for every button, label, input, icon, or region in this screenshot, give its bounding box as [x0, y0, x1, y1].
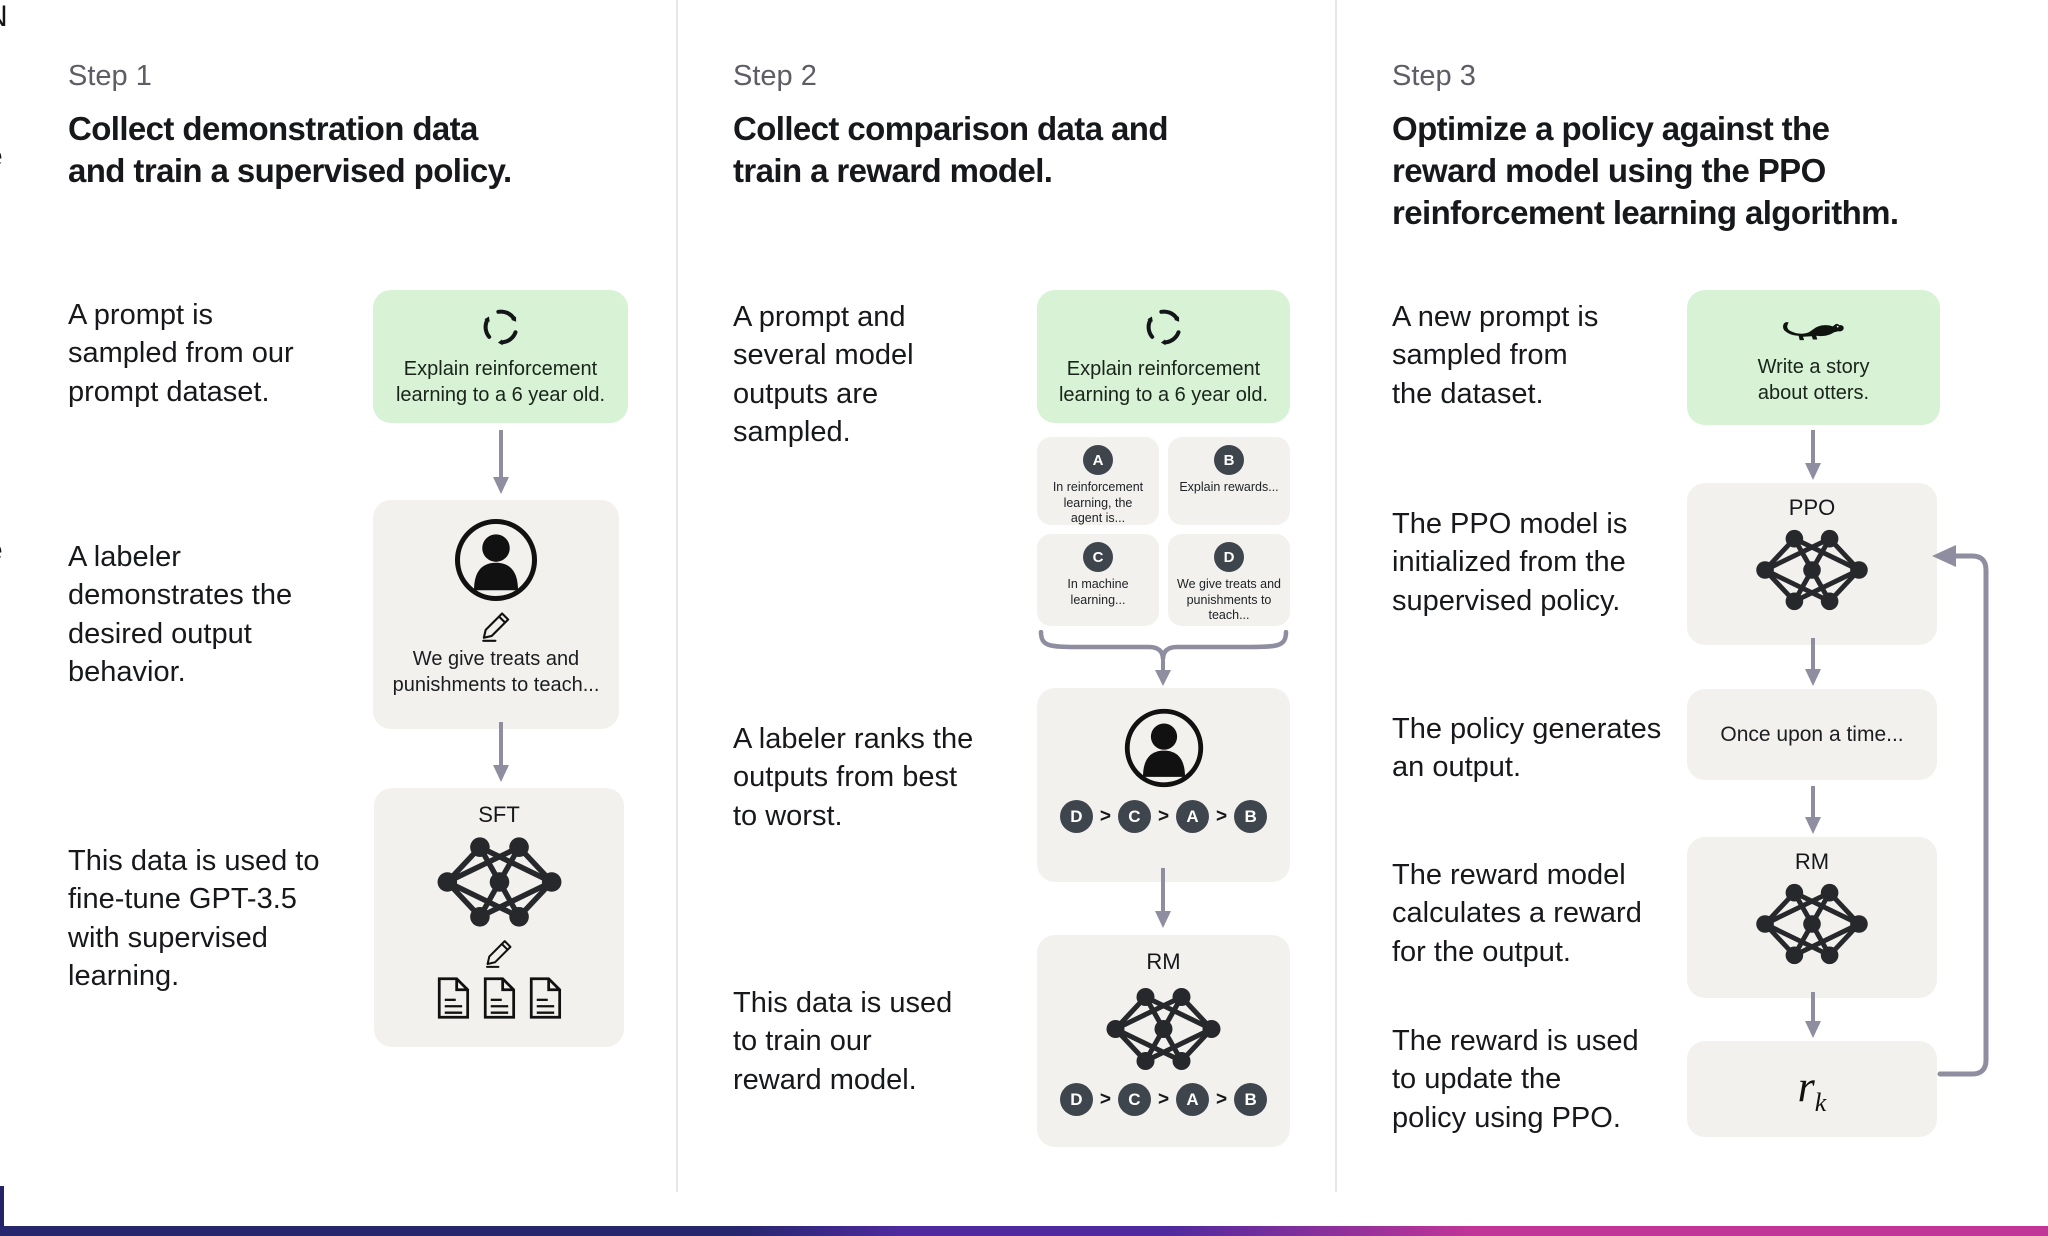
step1-paragraph-prompt: A prompt is sampled from our prompt data… — [68, 299, 294, 408]
step1-sft-box: SFT — [374, 788, 624, 1047]
rank-badge: C — [1117, 1083, 1151, 1116]
person-icon — [1122, 706, 1206, 790]
step2-paragraph-train: This data is used to train our reward mo… — [733, 987, 953, 1096]
step3-paragraph-reward: The reward model calculates a reward for… — [1392, 859, 1642, 968]
down-arrow-icon — [1804, 430, 1822, 480]
rank-separator: > — [1216, 805, 1228, 827]
edge-text-fragment: e — [0, 140, 3, 174]
document-icon — [434, 976, 472, 1020]
step1-paragraph-finetune: This data is used to fine-tune GPT-3.5 w… — [68, 845, 320, 992]
down-arrow-icon — [1154, 868, 1172, 928]
rank-separator: > — [1157, 805, 1170, 827]
step2-prompt-box: Explain reinforcement learning to a 6 ye… — [1037, 290, 1290, 423]
documents-row — [434, 976, 564, 1020]
step3-paragraph-update: The reward is used to update the policy … — [1392, 1025, 1639, 1134]
step2-rm-box: RM D > C > A > B — [1037, 935, 1290, 1147]
step3-output-text: Once upon a time... — [1720, 722, 1904, 746]
step1-prompt-text: Explain reinforcement learning to a 6 ye… — [395, 357, 606, 406]
document-icon — [526, 976, 564, 1020]
step2-label: Step 2 — [733, 60, 817, 92]
column-divider — [676, 0, 678, 1192]
output-text-b: Explain rewards... — [1179, 480, 1279, 494]
neural-network-icon — [1751, 879, 1873, 969]
step2-paragraph-rank: A labeler ranks the outputs from best to… — [733, 723, 974, 832]
down-arrow-icon — [1804, 992, 1822, 1038]
feedback-loop-arrow-icon — [1928, 542, 2000, 1090]
step3-rm-box: RM — [1687, 837, 1937, 998]
step1-paragraph-labeler: A labeler demonstrates the desired outpu… — [68, 541, 293, 688]
step3-prompt-box: Write a story about otters. — [1687, 290, 1940, 425]
pencil-icon — [479, 608, 513, 642]
reward-value-label: rk — [1797, 1061, 1827, 1117]
ranking-row: D > C > A > B — [1059, 800, 1268, 833]
down-arrow-icon — [492, 722, 510, 782]
edge-text-fragment: e — [0, 534, 3, 568]
step2-labeler-box: D > C > A > B — [1037, 688, 1290, 882]
rank-badge: A — [1176, 1083, 1210, 1116]
document-icon — [480, 976, 518, 1020]
bottom-edge-notch — [0, 1186, 4, 1236]
ppo-model-label: PPO — [1788, 495, 1836, 520]
output-cell-a: A In reinforcement learning, the agent i… — [1037, 437, 1159, 525]
output-cell-d: D We give treats and punishments to teac… — [1168, 534, 1290, 626]
rank-badge: B — [1234, 800, 1268, 833]
step3-prompt-text: Write a story about otters. — [1757, 355, 1870, 404]
step1-prompt-box: Explain reinforcement learning to a 6 ye… — [373, 290, 628, 423]
output-text-d: We give treats and punishments to teach.… — [1177, 577, 1281, 623]
step2-prompt-text: Explain reinforcement learning to a 6 ye… — [1058, 357, 1269, 406]
down-arrow-icon — [492, 430, 510, 494]
rank-separator: > — [1216, 1088, 1228, 1110]
output-cell-c: C In machine learning... — [1037, 534, 1159, 626]
down-arrow-icon — [1804, 638, 1822, 686]
neural-network-icon — [1101, 983, 1226, 1075]
rm-model-label: RM — [1794, 849, 1830, 874]
step3-heading: Optimize a policy against the reward mod… — [1392, 110, 1899, 232]
output-badge-b: B — [1214, 445, 1244, 475]
bottom-gradient-bar — [0, 1226, 2048, 1236]
down-arrow-icon — [1154, 654, 1172, 686]
step2-heading: Collect comparison data and train a rewa… — [733, 110, 1169, 190]
step3-paragraph-init: The PPO model is initialized from the su… — [1392, 508, 1628, 617]
output-text-c: In machine learning... — [1067, 577, 1129, 607]
output-badge-c: C — [1083, 542, 1113, 572]
output-text-a: In reinforcement learning, the agent is.… — [1052, 480, 1144, 526]
output-badge-d: D — [1214, 542, 1244, 572]
ranking-row: D > C > A > B — [1059, 1083, 1268, 1116]
rank-badge: C — [1117, 800, 1151, 833]
step3-output-box: Once upon a time... — [1687, 689, 1937, 780]
down-arrow-icon — [1804, 786, 1822, 834]
step1-heading: Collect demonstration data and train a s… — [68, 110, 512, 190]
output-cell-b: B Explain rewards... — [1168, 437, 1290, 525]
step1-labeler-box: We give treats and punishments to teach.… — [373, 500, 619, 729]
step1-labeler-text: We give treats and punishments to teach.… — [392, 648, 600, 696]
otter-icon — [1781, 309, 1847, 347]
step3-label: Step 3 — [1392, 60, 1476, 92]
model-outputs-grid: A In reinforcement learning, the agent i… — [1037, 437, 1290, 626]
cycle-icon — [1142, 305, 1186, 349]
rank-badge: A — [1176, 800, 1210, 833]
sft-model-label: SFT — [478, 802, 520, 827]
rank-badge: B — [1234, 1083, 1268, 1116]
step3-reward-box: rk — [1687, 1041, 1937, 1137]
neural-network-icon — [432, 832, 567, 932]
rank-separator: > — [1157, 1088, 1170, 1110]
neural-network-icon — [1751, 525, 1873, 615]
step1-label: Step 1 — [68, 60, 152, 92]
step2-paragraph-prompt: A prompt and several model outputs are s… — [733, 301, 914, 448]
rank-separator: > — [1099, 1088, 1111, 1110]
rm-model-label: RM — [1146, 949, 1181, 974]
step3-paragraph-generate: The policy generates an output. — [1392, 713, 1662, 784]
column-divider — [1335, 0, 1337, 1192]
rank-badge: D — [1059, 1083, 1093, 1116]
person-icon — [452, 516, 540, 604]
step3-ppo-box: PPO — [1687, 483, 1937, 645]
cycle-icon — [479, 305, 523, 349]
step3-paragraph-prompt: A new prompt is sampled from the dataset… — [1392, 301, 1599, 410]
pencil-icon — [483, 936, 515, 968]
edge-text-fragment: N — [0, 0, 8, 34]
rank-badge: D — [1059, 800, 1093, 833]
rank-separator: > — [1099, 805, 1111, 827]
output-badge-a: A — [1083, 445, 1113, 475]
